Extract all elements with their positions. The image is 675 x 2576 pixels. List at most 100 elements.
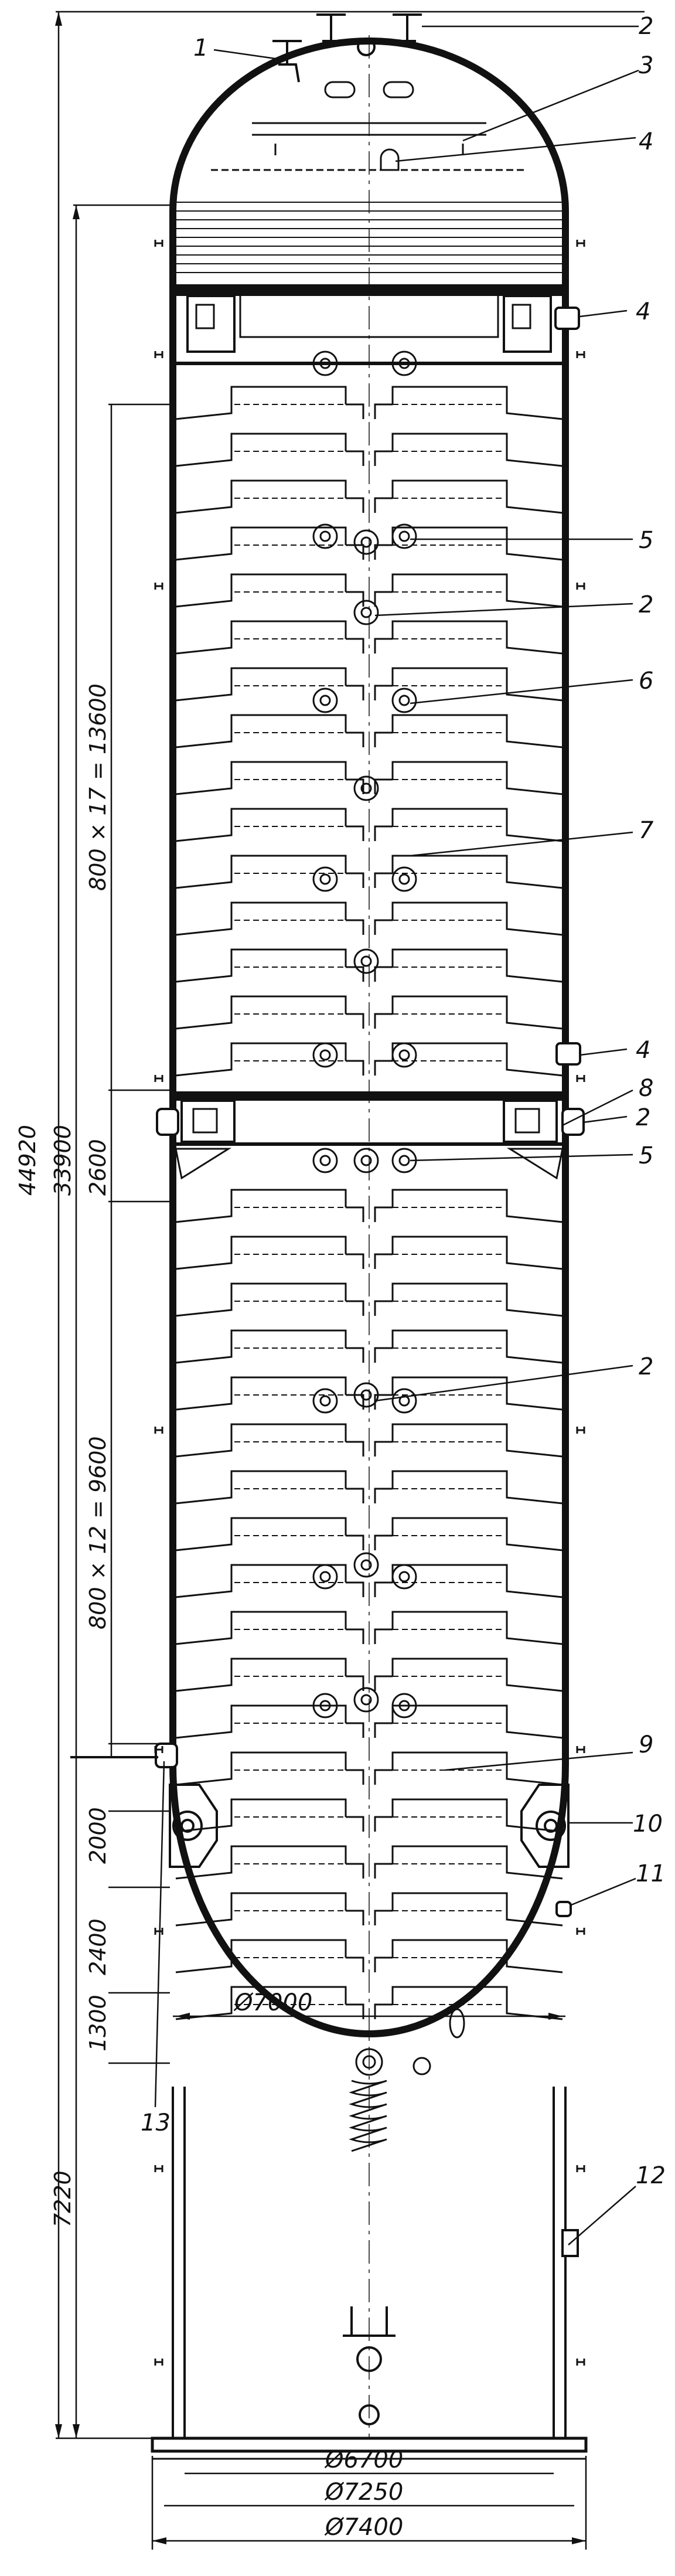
callout-13: 13 bbox=[141, 2109, 171, 2136]
valve-circle bbox=[391, 1693, 417, 1719]
top-mist-band bbox=[176, 202, 562, 273]
tray-right bbox=[374, 1282, 563, 1317]
valve-inner bbox=[398, 1049, 410, 1061]
valve-circle bbox=[353, 1382, 379, 1408]
valve-inner bbox=[398, 695, 410, 706]
valve-inner bbox=[319, 873, 331, 885]
tray-left bbox=[175, 1236, 364, 1270]
valve-circle bbox=[391, 866, 417, 892]
valve-inner bbox=[360, 1559, 372, 1571]
tray-left bbox=[175, 1423, 364, 1458]
valve-inner bbox=[398, 1571, 410, 1583]
bottom-head-internals bbox=[349, 2008, 465, 2152]
tray-right bbox=[374, 1376, 563, 1411]
tray-left bbox=[175, 1282, 364, 1317]
tick-mark bbox=[154, 583, 163, 590]
valve-inner bbox=[398, 1700, 410, 1711]
callout-6: 6 bbox=[639, 668, 653, 695]
tray-left bbox=[175, 1892, 364, 1927]
tray-left bbox=[175, 479, 364, 514]
valve-inner bbox=[360, 536, 372, 548]
skirt-support bbox=[151, 2087, 588, 2460]
tick-mark bbox=[576, 240, 585, 247]
valve-circle bbox=[353, 1552, 379, 1578]
tray-right bbox=[374, 1939, 563, 1973]
tray-left bbox=[175, 948, 364, 983]
valve-inner bbox=[360, 1155, 372, 1166]
tray-left bbox=[175, 1517, 364, 1551]
dim-base-d1: Ø6700 bbox=[324, 2446, 403, 2473]
dim-middle-section: 2600 bbox=[85, 1139, 111, 1196]
valve-circle bbox=[312, 1148, 338, 1173]
valve-circle bbox=[391, 1042, 417, 1068]
valve-inner bbox=[360, 955, 372, 967]
valve-circle bbox=[353, 1687, 379, 1713]
tray-right bbox=[374, 1845, 563, 1880]
tray-stack bbox=[175, 351, 563, 2020]
tray-left bbox=[175, 808, 364, 842]
tray-left bbox=[175, 1376, 364, 1411]
callout-10: 10 bbox=[633, 1811, 663, 1837]
tick-mark bbox=[154, 1427, 163, 1434]
tray-left bbox=[175, 995, 364, 1030]
tray-left bbox=[175, 714, 364, 748]
bottom-nozzle bbox=[343, 2306, 396, 2425]
valve-inner bbox=[398, 530, 410, 542]
tray-right bbox=[374, 761, 563, 795]
tick-mark bbox=[154, 1928, 163, 1935]
tray-right bbox=[374, 714, 563, 748]
tray-left bbox=[175, 1798, 364, 1833]
dim-2400: 2400 bbox=[85, 1918, 111, 1975]
valve-inner bbox=[319, 695, 331, 706]
tray-right bbox=[374, 1517, 563, 1551]
dim-shell-height: 33900 bbox=[50, 1125, 76, 1196]
callout-1: 1 bbox=[193, 35, 208, 62]
callout-9: 9 bbox=[639, 1731, 653, 1758]
top-dome-details bbox=[211, 81, 527, 171]
callout-leaders bbox=[154, 25, 639, 2245]
valve-circle bbox=[312, 688, 338, 713]
callout-3: 3 bbox=[639, 52, 653, 79]
tray-right bbox=[374, 620, 563, 655]
tick-mark bbox=[576, 1427, 585, 1434]
callout-2-middle: 2 bbox=[636, 1104, 650, 1131]
tray-right bbox=[374, 1611, 563, 1645]
tray-right bbox=[374, 573, 563, 608]
tray-left bbox=[175, 1470, 364, 1505]
tray-right bbox=[374, 1892, 563, 1927]
side-nozzles bbox=[70, 307, 585, 1917]
valve-circle bbox=[391, 351, 417, 376]
valve-inner bbox=[360, 1389, 372, 1401]
valve-inner bbox=[319, 530, 331, 542]
callout-5-middle: 5 bbox=[639, 1142, 653, 1169]
tray-left bbox=[175, 433, 364, 467]
tray-right bbox=[374, 667, 563, 702]
callout-2-top: 2 bbox=[639, 13, 653, 40]
valve-circle bbox=[312, 1042, 338, 1068]
tick-mark bbox=[576, 1928, 585, 1935]
valve-inner bbox=[398, 358, 410, 369]
tray-right bbox=[374, 1751, 563, 1786]
tick-mark bbox=[154, 1746, 163, 1753]
valve-circle bbox=[353, 1148, 379, 1173]
tray-right bbox=[374, 1042, 563, 1077]
dim-total-height: 44920 bbox=[15, 1125, 40, 1196]
tray-right bbox=[374, 479, 563, 514]
tick-mark bbox=[154, 351, 163, 358]
tick-mark bbox=[576, 1075, 585, 1082]
tray-left bbox=[175, 1189, 364, 1223]
valve-inner bbox=[319, 1049, 331, 1061]
tick-mark bbox=[576, 583, 585, 590]
tray-left bbox=[175, 1658, 364, 1692]
tray-right bbox=[374, 1986, 563, 2020]
tray-left bbox=[175, 1329, 364, 1364]
tick-mark bbox=[576, 1746, 585, 1753]
callout-2-lower: 2 bbox=[639, 1353, 653, 1380]
dim-1300: 1300 bbox=[85, 1995, 111, 2051]
tray-left bbox=[175, 386, 364, 420]
tray-left bbox=[175, 1704, 364, 1739]
tray-right bbox=[374, 1189, 563, 1223]
tray-left bbox=[175, 573, 364, 608]
valve-circle bbox=[353, 529, 379, 555]
top-nozzles bbox=[272, 13, 422, 83]
